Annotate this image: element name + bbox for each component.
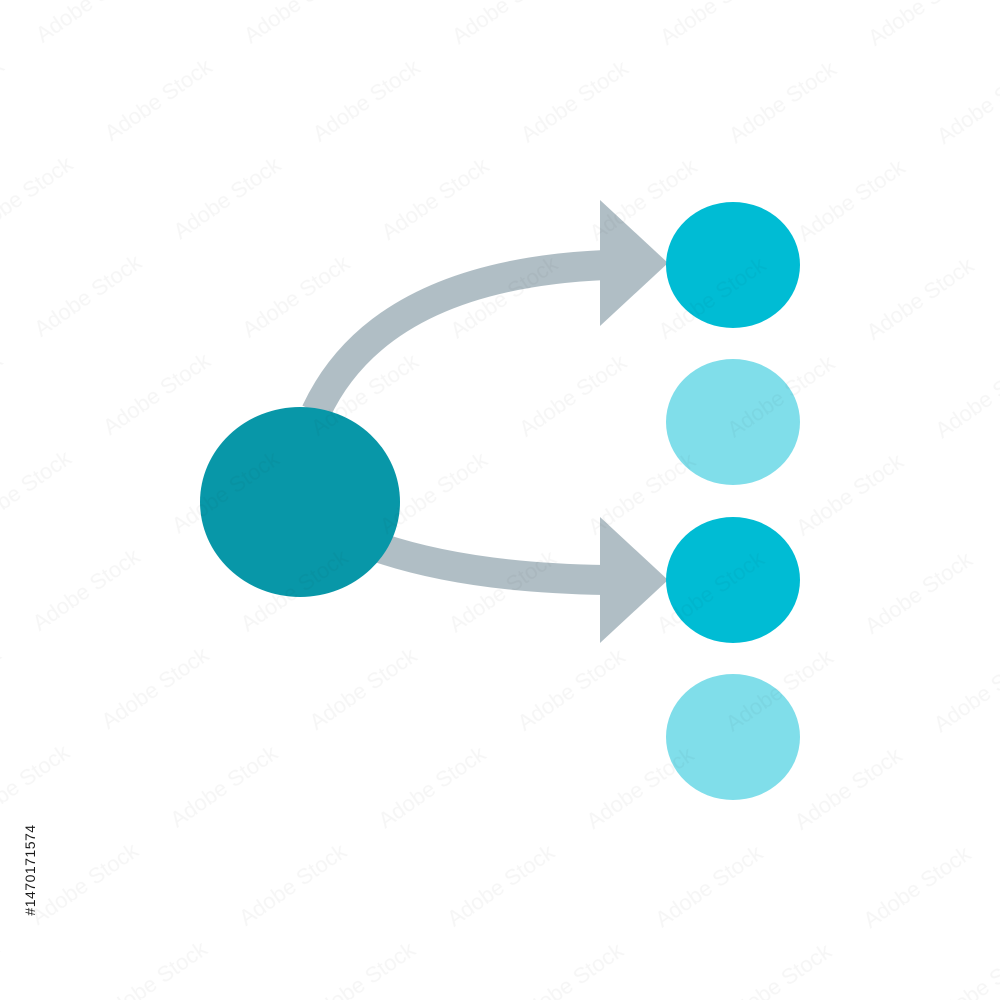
target-node-3 [666,517,800,643]
edge-arrow-lower [375,533,606,595]
target-node-1 [666,202,800,328]
stock-id-label: #1470171574 [22,824,38,916]
arrow-head-upper-icon [600,200,668,326]
target-node-4 [666,674,800,800]
target-node-2 [666,359,800,485]
arrow-head-lower-icon [600,517,668,643]
source-node [200,407,400,597]
edge-arrow-upper [302,250,606,419]
